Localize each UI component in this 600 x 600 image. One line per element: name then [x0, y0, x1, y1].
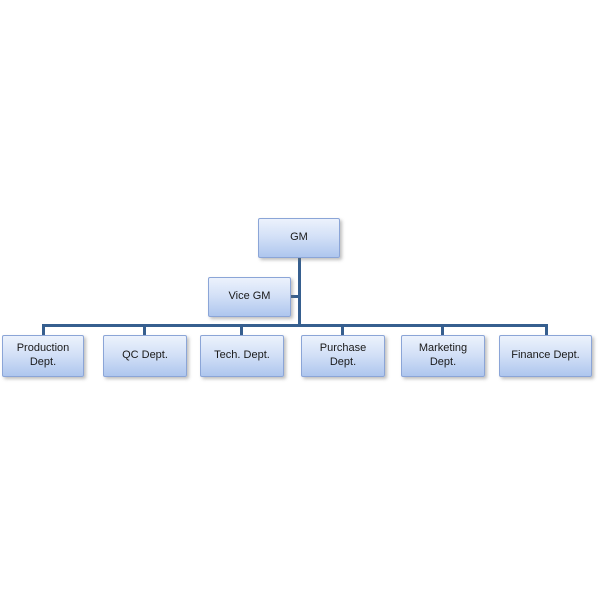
node-vice-gm: Vice GM — [208, 277, 291, 317]
node-marketing-dept-label: Marketing Dept. — [418, 342, 468, 368]
node-finance-dept-label: Finance Dept. — [511, 349, 580, 362]
node-marketing-dept: Marketing Dept. — [401, 335, 485, 377]
connector-stub-tech — [240, 326, 243, 335]
node-tech-dept-label: Tech. Dept. — [214, 349, 270, 362]
node-production-dept: Production Dept. — [2, 335, 84, 377]
node-qc-dept-label: QC Dept. — [122, 349, 168, 362]
node-production-dept-label: Production Dept. — [16, 342, 70, 368]
connector-main-horizontal — [42, 324, 548, 327]
connector-vice-gm-stub — [291, 295, 299, 298]
connector-stub-qc — [143, 326, 146, 335]
node-tech-dept: Tech. Dept. — [200, 335, 284, 377]
connector-stub-marketing — [441, 326, 444, 335]
connector-gm-trunk — [298, 258, 301, 326]
connector-stub-purchase — [341, 326, 344, 335]
node-finance-dept: Finance Dept. — [499, 335, 592, 377]
node-purchase-dept: Purchase Dept. — [301, 335, 385, 377]
node-purchase-dept-label: Purchase Dept. — [319, 342, 367, 368]
node-vice-gm-label: Vice GM — [228, 290, 271, 303]
connector-stub-finance — [545, 326, 548, 335]
node-gm: GM — [258, 218, 340, 258]
node-qc-dept: QC Dept. — [103, 335, 187, 377]
connector-stub-production — [42, 326, 45, 335]
node-gm-label: GM — [290, 231, 308, 244]
